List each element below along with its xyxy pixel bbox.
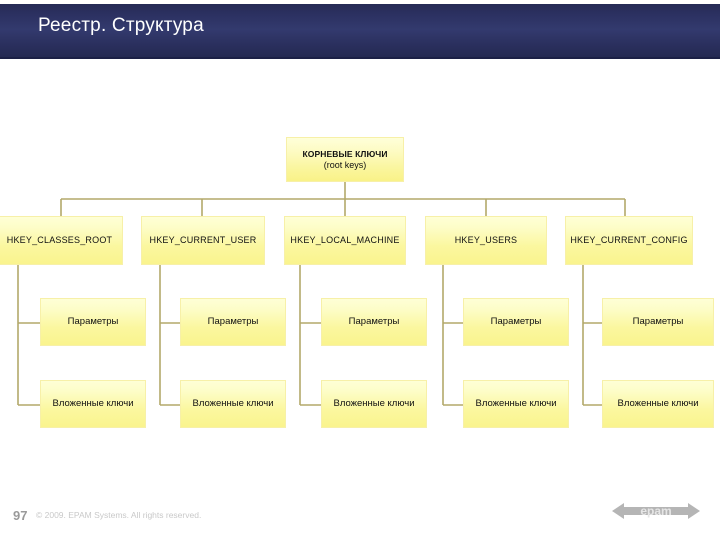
slide-footer: 97 © 2009. EPAM Systems. All rights rese… — [0, 482, 720, 540]
epam-logo-text: epam — [640, 504, 671, 518]
node-subkeys-users[interactable]: Вложенные ключи — [463, 380, 569, 428]
node-label: Параметры — [207, 316, 259, 328]
node-label: Параметры — [348, 316, 400, 328]
page-title: Реестр. Структура — [38, 15, 204, 36]
node-label: HKEY_CLASSES_ROOT — [6, 235, 113, 246]
node-subkeys-current-user[interactable]: Вложенные ключи — [180, 380, 286, 428]
node-hkey-users[interactable]: HKEY_USERS — [425, 216, 547, 265]
registry-structure-diagram: КОРНЕВЫЕ КЛЮЧИ (root keys) HKEY_CLASSES_… — [0, 57, 720, 482]
node-params-classes-root[interactable]: Параметры — [40, 298, 146, 346]
node-label: Вложенные ключи — [475, 398, 557, 410]
node-params-users[interactable]: Параметры — [463, 298, 569, 346]
connector-lines — [17, 182, 626, 406]
node-params-current-config[interactable]: Параметры — [602, 298, 714, 346]
node-hkey-local-machine[interactable]: HKEY_LOCAL_MACHINE — [284, 216, 406, 265]
node-label: HKEY_CURRENT_CONFIG — [570, 235, 688, 246]
node-subkeys-current-config[interactable]: Вложенные ключи — [602, 380, 714, 428]
node-label: Вложенные ключи — [52, 398, 134, 410]
node-root-keys-title: КОРНЕВЫЕ КЛЮЧИ — [302, 148, 388, 159]
node-label: HKEY_USERS — [454, 235, 518, 246]
node-subkeys-classes-root[interactable]: Вложенные ключи — [40, 380, 146, 428]
node-label: Вложенные ключи — [192, 398, 274, 410]
copyright-notice: © 2009. EPAM Systems. All rights reserve… — [36, 510, 202, 520]
node-label: Вложенные ключи — [333, 398, 415, 410]
node-subkeys-local-machine[interactable]: Вложенные ключи — [321, 380, 427, 428]
node-params-local-machine[interactable]: Параметры — [321, 298, 427, 346]
node-hkey-classes-root[interactable]: HKEY_CLASSES_ROOT — [0, 216, 123, 265]
node-params-current-user[interactable]: Параметры — [180, 298, 286, 346]
node-root-keys-subtitle: (root keys) — [323, 159, 367, 170]
node-hkey-current-config[interactable]: HKEY_CURRENT_CONFIG — [565, 216, 693, 265]
page-number: 97 — [13, 508, 28, 523]
node-label: Параметры — [632, 316, 684, 328]
node-label: HKEY_LOCAL_MACHINE — [290, 235, 400, 246]
node-label: Вложенные ключи — [617, 398, 699, 410]
node-hkey-current-user[interactable]: HKEY_CURRENT_USER — [141, 216, 265, 265]
node-root-keys[interactable]: КОРНЕВЫЕ КЛЮЧИ (root keys) — [286, 137, 404, 182]
node-label: Параметры — [67, 316, 119, 328]
epam-logo-icon: epam — [612, 503, 700, 519]
node-label: HKEY_CURRENT_USER — [149, 235, 257, 246]
node-label: Параметры — [490, 316, 542, 328]
slide-title-bar: Реестр. Структура — [0, 4, 720, 62]
